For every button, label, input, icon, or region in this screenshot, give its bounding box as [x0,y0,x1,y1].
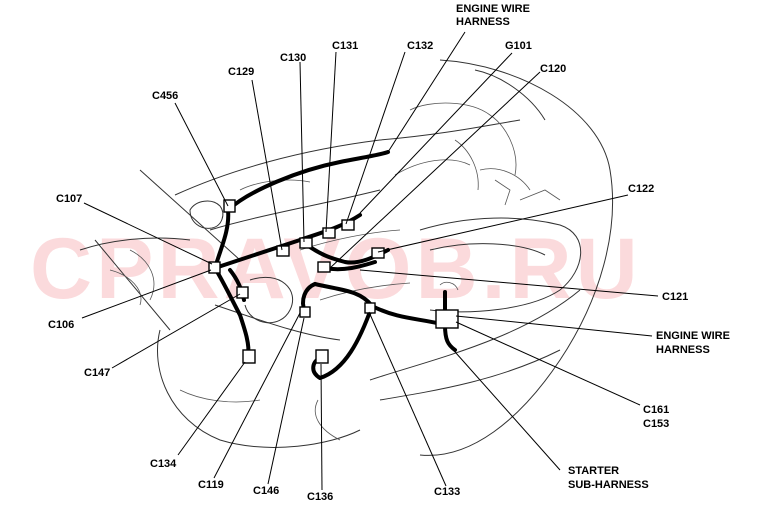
label-c119: C119 [198,479,224,491]
label-c134: C134 [150,458,177,470]
callout-labels: ENGINE WIRE HARNESS G101 C120 C131 C132 … [48,3,730,503]
leader-lines [81,31,659,491]
label-engine-wire-harness-top-line2: HARNESS [456,16,510,28]
label-c133: C133 [434,486,460,498]
label-g101: G101 [505,40,532,52]
label-c456: C456 [152,90,178,102]
label-c147: C147 [84,367,110,379]
label-c130: C130 [280,52,306,64]
label-c122: C122 [628,183,654,195]
label-c129: C129 [228,66,254,78]
label-c120: C120 [540,63,566,75]
label-engine-wire-harness-right-line1: ENGINE WIRE [656,330,730,342]
label-starter-sub-harness-line1: STARTER [568,465,619,477]
label-c107: C107 [56,193,82,205]
label-c136: C136 [307,491,333,503]
label-engine-wire-harness-right-line2: HARNESS [656,344,710,356]
label-c153: C153 [643,418,669,430]
connectors [208,199,459,364]
label-c121: C121 [662,291,688,303]
label-c106: C106 [48,319,74,331]
label-starter-sub-harness-line2: SUB-HARNESS [568,479,649,491]
label-c132: C132 [407,40,433,52]
label-engine-wire-harness-top-line1: ENGINE WIRE [456,3,530,15]
label-c161: C161 [643,404,669,416]
label-c146: C146 [253,485,279,497]
label-c131: C131 [332,40,358,52]
